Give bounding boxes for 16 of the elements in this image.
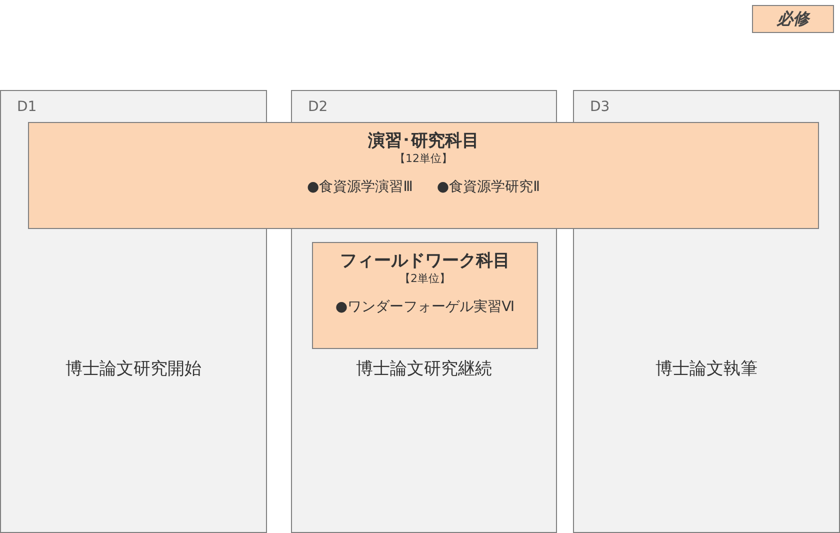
credit-label: 【12単位】 — [394, 151, 454, 166]
group-title: 演習･研究科目 — [367, 130, 480, 152]
course-name: ●食資源学演習Ⅲ — [307, 179, 413, 195]
stage-label: 博士論文研究継続 — [355, 358, 493, 380]
year-label: D1 — [17, 99, 37, 115]
course-name: ●ワンダーフォーゲル実習Ⅵ — [335, 299, 515, 315]
year-label: D2 — [308, 99, 328, 115]
stage-label: 博士論文研究開始 — [64, 358, 202, 380]
stage-label: 博士論文執筆 — [654, 358, 758, 380]
group-title: フィールドワーク科目 — [339, 250, 511, 272]
year-label: D3 — [590, 99, 610, 115]
course-band-overlay — [28, 122, 819, 229]
course-group-box — [312, 242, 538, 349]
credit-label: 【2単位】 — [398, 271, 452, 286]
legend-swatch: 必修 — [752, 5, 834, 33]
course-name: ●食資源学研究Ⅱ — [436, 179, 540, 195]
